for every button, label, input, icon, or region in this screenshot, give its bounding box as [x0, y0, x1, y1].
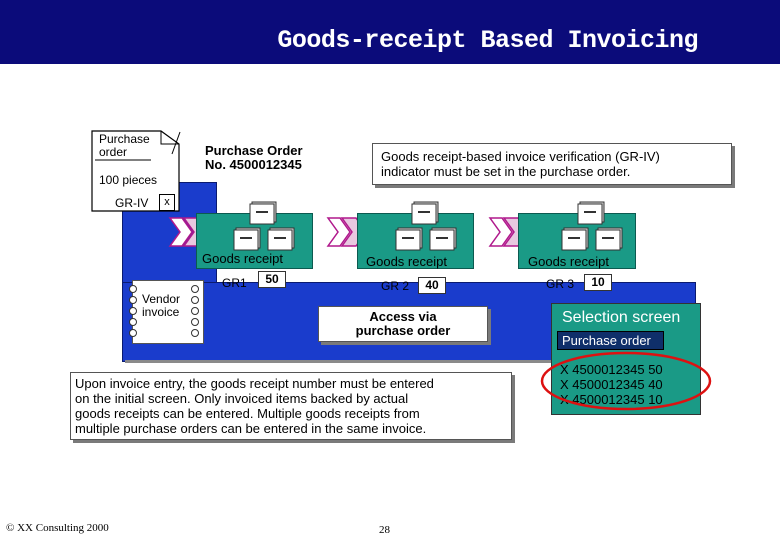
document-outline-icon [91, 130, 180, 212]
selection-title: Selection screen [562, 309, 681, 326]
gr-label-1: GR1 [222, 276, 247, 290]
po-number-line1: Purchase Order [205, 143, 303, 158]
gr-qty-2: 40 [418, 277, 446, 294]
griv-note-line1: Goods receipt-based invoice verification… [381, 149, 660, 164]
po-number-line2: No. 4500012345 [205, 157, 302, 172]
po-doc-label-2: order [99, 145, 128, 159]
access-box: Access via purchase order [318, 306, 488, 342]
po-doc-label-1: Purchase [99, 132, 150, 146]
page-title: Goods-receipt Based Invoicing [277, 26, 698, 55]
warehouse-boxes-icon [395, 201, 457, 251]
griv-label: GR-IV [115, 196, 149, 210]
instruction-box: Upon invoice entry, the goods receipt nu… [70, 372, 512, 440]
selection-subtitle-bar: Purchase order [557, 331, 664, 350]
gr-label-2: GR 2 [381, 279, 410, 293]
goods-receipt-label-1: Goods receipt [202, 251, 283, 266]
instruction-line2: on the initial screen. Only invoiced ite… [75, 391, 409, 406]
vendor-invoice-line2: invoice [142, 305, 180, 319]
highlight-circle [540, 351, 712, 411]
copyright: © XX Consulting 2000 [6, 522, 109, 534]
page-number: 28 [379, 524, 390, 536]
instruction-line1: Upon invoice entry, the goods receipt nu… [75, 376, 434, 391]
warehouse-boxes-icon [561, 201, 623, 251]
callout-line [171, 131, 181, 155]
vendor-invoice-document: Vendor invoice [129, 280, 204, 344]
access-line1: Access via [369, 309, 437, 324]
selection-subtitle: Purchase order [562, 333, 651, 348]
instruction-line3: goods receipts can be entered. Multiple … [75, 406, 420, 421]
vendor-invoice-line1: Vendor [142, 292, 181, 306]
purchase-order-document: Purchase order 100 pieces GR-IV x [91, 130, 180, 212]
griv-note-line2: indicator must be set in the purchase or… [381, 164, 631, 179]
goods-receipt-label-2: Goods receipt [366, 254, 447, 269]
binding-holes-icon [129, 285, 199, 337]
selection-row-1: X 4500012345 50 [560, 362, 663, 377]
gr-label-3: GR 3 [546, 277, 575, 291]
access-line2: purchase order [355, 323, 451, 338]
goods-receipt-label-3: Goods receipt [528, 254, 609, 269]
po-doc-quantity: 100 pieces [99, 173, 158, 187]
gr-qty-3: 10 [584, 274, 612, 291]
gr-qty-1: 50 [258, 271, 286, 288]
griv-note-box: Goods receipt-based invoice verification… [372, 143, 732, 185]
instruction-line4: multiple purchase orders can be entered … [75, 421, 427, 436]
selection-row-2: X 4500012345 40 [560, 377, 663, 392]
band-shadow [125, 360, 697, 363]
header-bar: Goods-receipt Based Invoicing [0, 0, 780, 64]
griv-checkbox: x [159, 194, 175, 211]
selection-row-3: X 4500012345 10 [560, 392, 663, 407]
warehouse-boxes-icon [233, 201, 295, 251]
